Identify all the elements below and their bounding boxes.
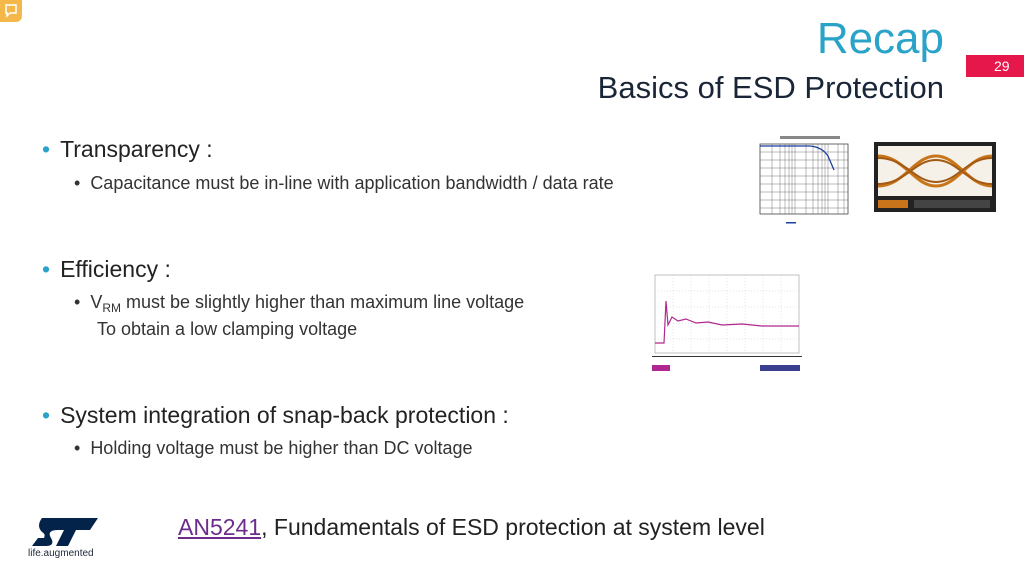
- an5241-link[interactable]: AN5241: [178, 514, 262, 540]
- reference-note: AN5241, Fundamentals of ESD protection a…: [178, 514, 765, 541]
- st-logo: [28, 512, 100, 564]
- slide-title: Recap: [816, 14, 944, 63]
- clamping-voltage-waveform-image: [652, 273, 802, 375]
- sub-bullet-vrm: •VRM must be slightly higher than maximu…: [74, 292, 525, 315]
- bullet-dot: •: [42, 136, 51, 162]
- bullet-snapback: •System integration of snap-back protect…: [42, 402, 509, 428]
- bullet-transparency: •Transparency :: [42, 136, 213, 162]
- page-number-badge: 29: [966, 55, 1024, 77]
- sub-bullet-capacitance: •Capacitance must be in-line with applic…: [74, 173, 614, 193]
- bullet-dot: •: [42, 402, 51, 428]
- sub-bullet-clamping: To obtain a low clamping voltage: [97, 319, 358, 339]
- eye-diagram-image: [874, 142, 996, 212]
- logo-tagline: life.augmented: [28, 548, 94, 559]
- reference-text: , Fundamentals of ESD protection at syst…: [261, 514, 765, 540]
- bullet-dot: •: [42, 256, 51, 282]
- comment-icon[interactable]: [0, 0, 22, 22]
- capacitance-frequency-chart-image: [750, 132, 855, 227]
- slide-subtitle: Basics of ESD Protection: [597, 70, 944, 105]
- bullet-efficiency: •Efficiency :: [42, 256, 171, 282]
- sub-bullet-holding: •Holding voltage must be higher than DC …: [74, 438, 473, 458]
